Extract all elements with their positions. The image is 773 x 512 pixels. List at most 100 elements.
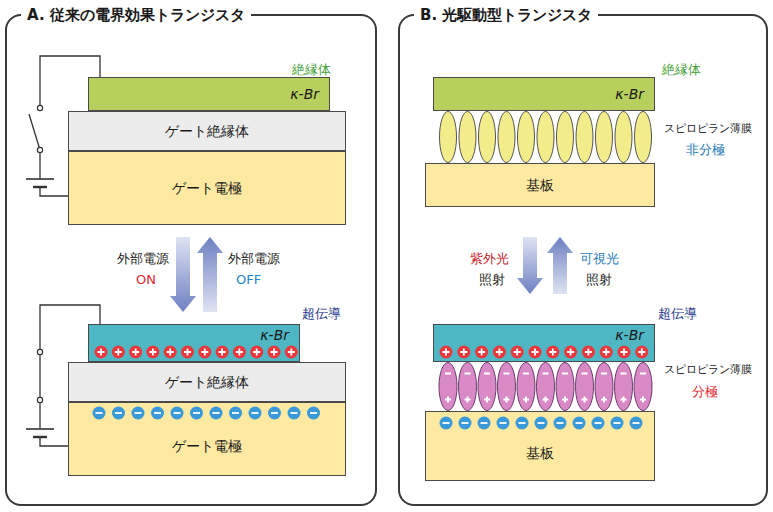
charge-disc xyxy=(181,346,194,359)
annotation-label: 可視光 xyxy=(580,251,619,267)
charge-disc xyxy=(112,407,125,420)
charge-sign xyxy=(614,422,621,424)
molecule-body xyxy=(498,363,516,411)
layer-label: ゲート電極 xyxy=(172,438,242,454)
molecule-nonpolar xyxy=(440,112,457,163)
charge-symbol xyxy=(164,346,177,359)
charge-symbol xyxy=(475,346,488,359)
charge-symbol xyxy=(95,346,108,359)
molecule-polar xyxy=(576,363,594,411)
charge-sign xyxy=(98,349,105,356)
molecule-polar xyxy=(537,363,555,411)
molecule-nonpolar xyxy=(498,112,515,163)
molecule-body xyxy=(459,363,477,411)
molecule-nonpolar xyxy=(518,112,535,163)
charge-symbol xyxy=(497,417,510,430)
charge-sign xyxy=(603,349,610,356)
charge-disc xyxy=(229,407,242,420)
charge-sign xyxy=(640,374,646,403)
charge-sign xyxy=(236,349,243,356)
layer-box: ゲート電極 xyxy=(68,151,346,225)
charge-disc xyxy=(618,346,631,359)
charge-sign xyxy=(271,349,278,356)
charge-symbol xyxy=(546,346,559,359)
annotation-label: OFF xyxy=(236,272,261,288)
charge-sign xyxy=(504,374,510,403)
charge-sign xyxy=(567,349,574,356)
annotation-label: 紫外光 xyxy=(470,251,509,267)
annotation-label: 絶縁体 xyxy=(662,62,701,78)
charge-disc xyxy=(146,346,159,359)
charge-symbol xyxy=(93,407,106,420)
molecule-body xyxy=(595,363,613,411)
charge-sign xyxy=(115,412,122,414)
layer-label: 基板 xyxy=(526,445,554,461)
charge-disc xyxy=(511,346,524,359)
charge-sign xyxy=(621,349,628,356)
molecule-body xyxy=(634,363,652,411)
charge-sign xyxy=(252,412,259,414)
charge-sign xyxy=(465,374,471,403)
charge-symbol xyxy=(535,417,548,430)
state-arrow xyxy=(197,237,223,312)
charge-sign xyxy=(543,374,549,403)
charge-symbol xyxy=(268,407,281,420)
charge-sign xyxy=(174,412,181,414)
charge-sign xyxy=(253,349,260,356)
charge-symbol xyxy=(592,417,605,430)
charge-symbol xyxy=(250,346,263,359)
charge-disc xyxy=(546,346,559,359)
layer-label: ゲート絶縁体 xyxy=(165,123,249,139)
charge-disc xyxy=(478,417,491,430)
charge-symbol xyxy=(573,417,586,430)
charge-sign xyxy=(633,422,640,424)
annotation-label: ON xyxy=(136,272,156,288)
charge-disc xyxy=(249,407,262,420)
charge-sign xyxy=(149,349,156,356)
annotation-label: 外部電源 xyxy=(228,251,280,267)
charge-sign xyxy=(462,422,469,424)
layer-label: κ-Br xyxy=(615,327,644,343)
charge-symbol xyxy=(285,346,298,359)
wire xyxy=(39,400,40,429)
charge-disc xyxy=(535,417,548,430)
charge-disc xyxy=(611,417,624,430)
molecule-body xyxy=(556,363,574,411)
charge-sign xyxy=(201,349,208,356)
charge-symbol xyxy=(146,346,159,359)
annotation-label: 分極 xyxy=(692,384,718,400)
charge-symbol xyxy=(478,417,491,430)
charge-disc xyxy=(129,346,142,359)
charge-disc xyxy=(516,417,529,430)
charge-symbol xyxy=(210,407,223,420)
charge-sign xyxy=(460,349,467,356)
charge-symbol xyxy=(198,346,211,359)
panel-heading: A. 従来の電界効果トランジスタ xyxy=(21,5,251,25)
charge-symbol xyxy=(630,417,643,430)
charge-symbol xyxy=(582,346,595,359)
charge-sign xyxy=(167,349,174,356)
charge-disc xyxy=(216,346,229,359)
charge-disc xyxy=(93,407,106,420)
charge-symbol xyxy=(151,407,164,420)
charge-symbol xyxy=(229,407,242,420)
charge-symbol xyxy=(249,407,262,420)
charge-symbol xyxy=(129,346,142,359)
charge-sign xyxy=(523,374,529,403)
charge-disc xyxy=(493,346,506,359)
charge-disc xyxy=(210,407,223,420)
molecule-nonpolar xyxy=(537,112,554,163)
charge-sign xyxy=(514,349,521,356)
layer-box: κ-Br xyxy=(88,324,300,362)
charge-disc xyxy=(573,417,586,430)
panel-frame: A. 従来の電界効果トランジスタκ-Brゲート絶縁体ゲート電極κ-Brゲート絶縁… xyxy=(5,14,377,506)
charge-disc xyxy=(268,407,281,420)
layer-label: ゲート絶縁体 xyxy=(165,374,249,390)
molecule-polar xyxy=(517,363,535,411)
charge-symbol xyxy=(190,407,203,420)
charge-sign xyxy=(219,349,226,356)
charge-sign xyxy=(288,349,295,356)
annotation-label: 照射 xyxy=(479,272,505,288)
charge-disc xyxy=(564,346,577,359)
charge-sign xyxy=(519,422,526,424)
